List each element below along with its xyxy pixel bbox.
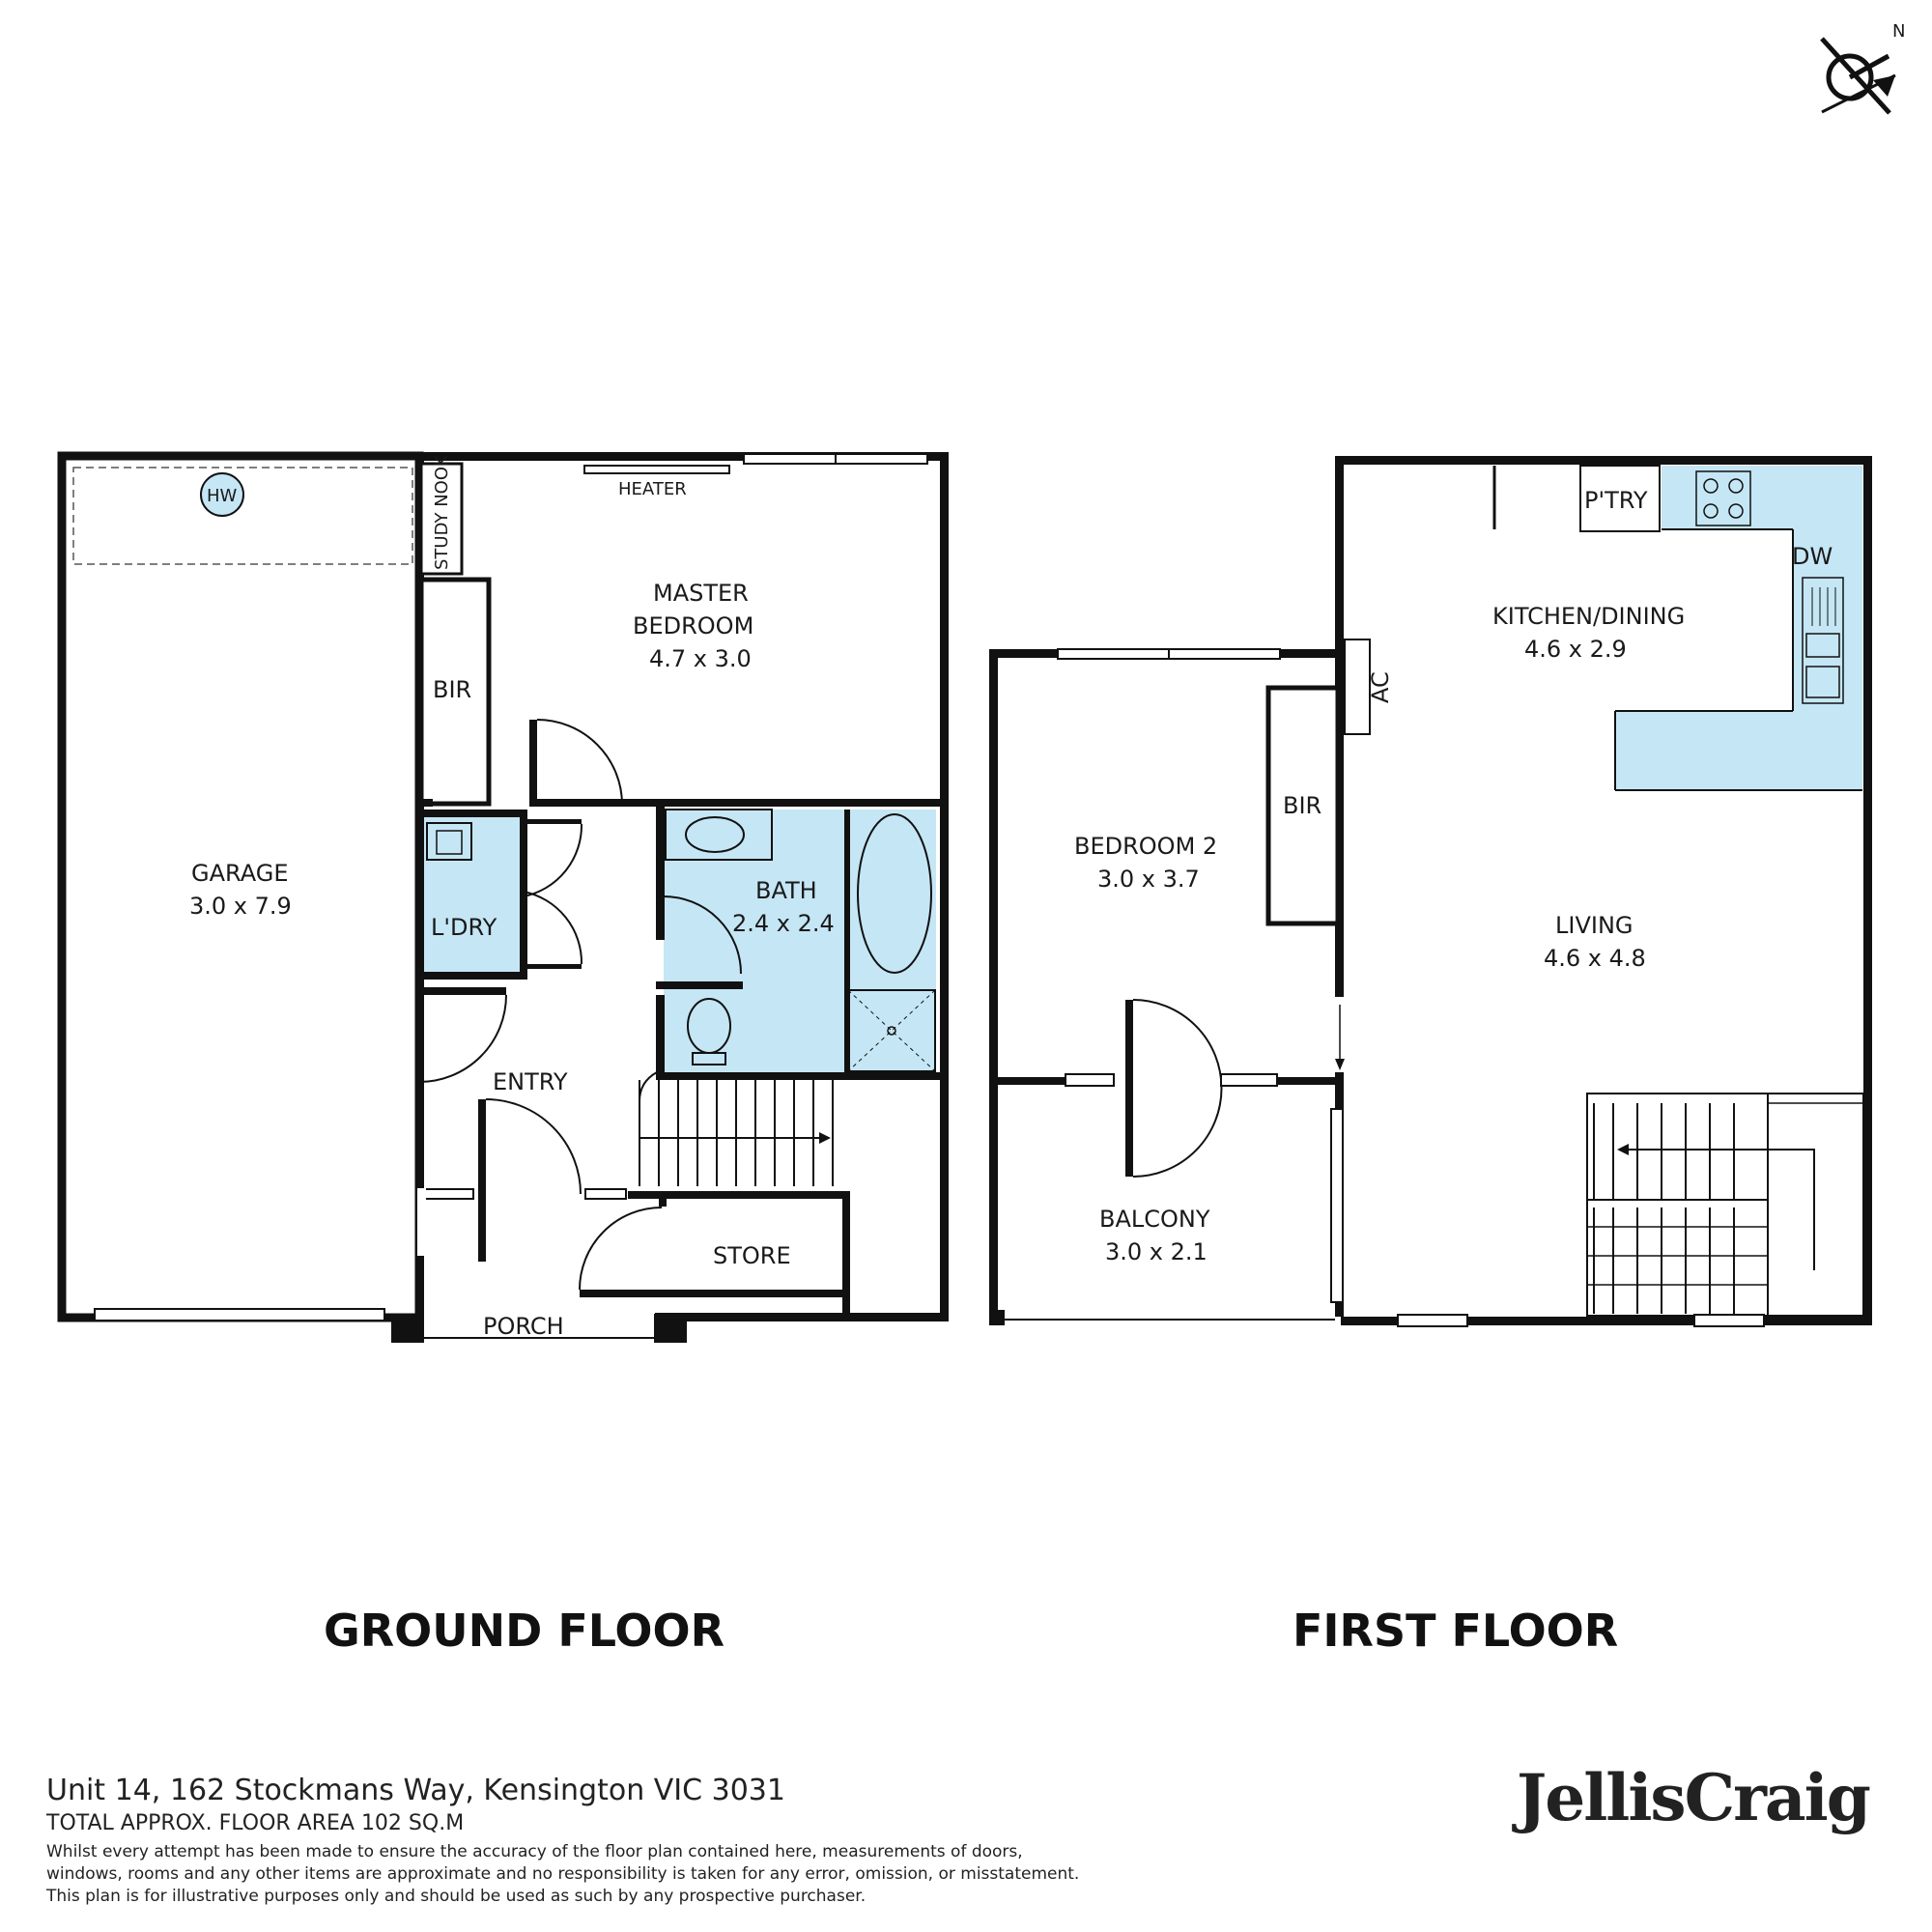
disclaimer-line3: This plan is for illustrative purposes o… <box>46 1887 867 1906</box>
heater-label: HEATER <box>618 479 687 499</box>
brand-logo: JellisCraig <box>1517 1760 1871 1835</box>
ground-bir-label: BIR <box>433 676 471 703</box>
first-floor-title: FIRST FLOOR <box>1293 1605 1618 1657</box>
porch-label: PORCH <box>483 1313 564 1340</box>
pantry-label: P'TRY <box>1584 487 1648 514</box>
entry-label: ENTRY <box>493 1068 568 1095</box>
kitchen-dining-size: 4.6 x 2.9 <box>1524 636 1627 663</box>
master-bedroom-size: 4.7 x 3.0 <box>649 645 752 672</box>
hot-water-label: HW <box>207 486 238 506</box>
disclaimer-line2: windows, rooms and any other items are a… <box>46 1864 1080 1884</box>
kitchen-dining-label: KITCHEN/DINING <box>1492 603 1685 630</box>
ground-stairs <box>639 1071 834 1186</box>
living-size: 4.6 x 4.8 <box>1544 945 1646 972</box>
ground-floor-title: GROUND FLOOR <box>324 1605 724 1657</box>
first-stairs <box>1586 1093 1864 1317</box>
living-label: LIVING <box>1555 912 1634 939</box>
ac-label: AC <box>1367 671 1394 703</box>
master-bedroom-label-line1: MASTER <box>653 580 749 607</box>
balcony-label: BALCONY <box>1099 1206 1210 1233</box>
garage-walls <box>57 451 424 1322</box>
bedroom2-label: BEDROOM 2 <box>1074 833 1217 860</box>
bath-label: BATH <box>755 877 817 904</box>
property-address: Unit 14, 162 Stockmans Way, Kensington V… <box>46 1774 785 1807</box>
storage-rack <box>72 467 413 565</box>
garage-door <box>94 1308 385 1321</box>
total-floor-area: TOTAL APPROX. FLOOR AREA 102 SQ.M <box>46 1811 465 1835</box>
study-nook-label: STUDY NOOK <box>432 454 452 570</box>
first-floor-plan: BIR AC P'TRY DW <box>989 456 1872 1657</box>
balcony-size: 3.0 x 2.1 <box>1105 1238 1208 1265</box>
store-label: STORE <box>713 1242 791 1269</box>
bath-size: 2.4 x 2.4 <box>732 910 835 937</box>
disclaimer-line1: Whilst every attempt has been made to en… <box>46 1842 1023 1861</box>
master-bedroom-label-line2: BEDROOM <box>633 612 753 639</box>
footer: Unit 14, 162 Stockmans Way, Kensington V… <box>46 1774 1206 1908</box>
ground-floor-plan: HEATER STUDY NOOK BIR L'DRY <box>57 451 949 1657</box>
laundry-label: L'DRY <box>431 914 497 941</box>
compass-icon: N <box>1820 21 1905 115</box>
kitchen-wet-area <box>1615 466 1862 790</box>
bath-wet-area <box>664 810 936 1078</box>
north-label: N <box>1892 21 1905 42</box>
garage-size: 3.0 x 7.9 <box>189 893 292 920</box>
dishwasher-label: DW <box>1792 543 1833 570</box>
bedroom2-size: 3.0 x 3.7 <box>1097 866 1200 893</box>
first-bir-label: BIR <box>1283 792 1321 819</box>
garage-label: GARAGE <box>191 860 288 887</box>
